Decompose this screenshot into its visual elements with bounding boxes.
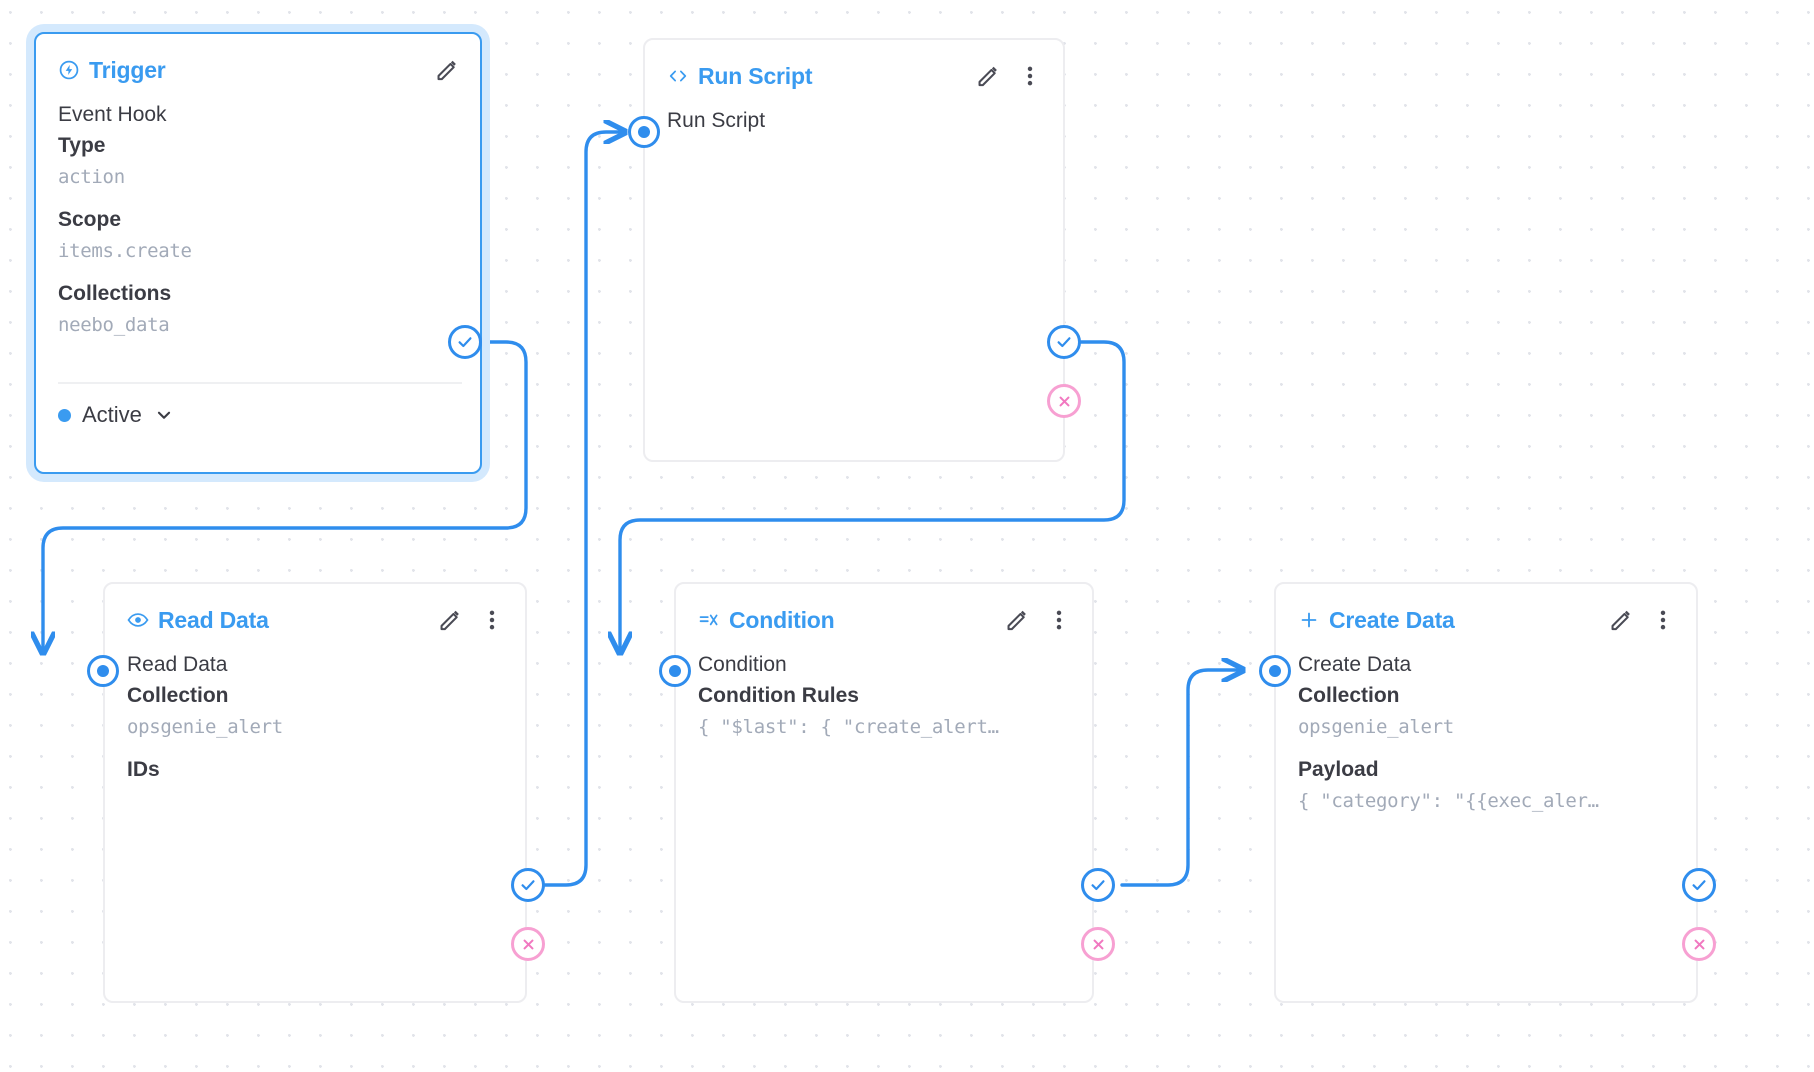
node-title-condition: Condition <box>698 607 835 634</box>
node-title-trigger: Trigger <box>58 57 166 84</box>
edge-read-data-to-run-script <box>543 132 625 887</box>
kebab-menu-icon[interactable] <box>1650 607 1676 633</box>
edit-icon[interactable] <box>1004 607 1030 633</box>
field-value-payload: { "category": "{{exec_aler… <box>1298 790 1599 812</box>
edit-icon[interactable] <box>434 57 460 83</box>
field-label-payload: Payload <box>1298 758 1379 781</box>
node-create-data[interactable]: Create Data Creat <box>1274 582 1698 1003</box>
node-title-text: Create Data <box>1329 606 1455 633</box>
field-value-collections: neebo_data <box>58 314 170 336</box>
edge-condition-to-create-data <box>1120 670 1243 887</box>
node-header: Create Data <box>1276 584 1696 640</box>
field-label-condition-rules: Condition Rules <box>698 684 859 707</box>
node-subtitle: Create Data <box>1298 653 1412 676</box>
reject-port-read-data[interactable] <box>511 927 545 961</box>
node-title-create-data: Create Data <box>1298 607 1455 634</box>
reject-port-run-script[interactable] <box>1047 384 1081 418</box>
node-header-actions <box>437 607 509 633</box>
node-title-text: Condition <box>729 606 835 633</box>
field-value-condition-rules: { "$last": { "create_alert… <box>698 716 999 738</box>
node-body: Run Script <box>645 96 1063 136</box>
eye-icon <box>127 609 149 631</box>
node-body: Condition Condition Rules { "$last": { "… <box>676 640 1092 742</box>
trigger-status-dropdown[interactable]: Active <box>58 402 175 428</box>
field-label-collection: Collection <box>127 684 229 707</box>
resolve-port-condition[interactable] <box>1081 868 1115 902</box>
node-header: Read Data <box>105 584 525 640</box>
node-run-script[interactable]: Run Script Run Sc <box>643 38 1065 462</box>
resolve-port-read-data[interactable] <box>511 868 545 902</box>
node-subtitle: Condition <box>698 653 787 676</box>
node-header-actions <box>434 57 464 83</box>
input-port-create-data[interactable] <box>1259 655 1291 687</box>
node-body: Create Data Collection opsgenie_alert Pa… <box>1276 640 1696 816</box>
node-title-text: Read Data <box>158 606 269 633</box>
field-label-type: Type <box>58 134 106 157</box>
node-read-data[interactable]: Read Data Read Da <box>103 582 527 1003</box>
kebab-menu-icon[interactable] <box>1046 607 1072 633</box>
edit-icon[interactable] <box>975 63 1001 89</box>
reject-port-condition[interactable] <box>1081 927 1115 961</box>
node-header-actions <box>1004 607 1076 633</box>
field-value-type: action <box>58 166 125 188</box>
kebab-menu-icon[interactable] <box>479 607 505 633</box>
node-subtitle: Event Hook <box>58 103 167 126</box>
resolve-port-run-script[interactable] <box>1047 325 1081 359</box>
input-port-condition[interactable] <box>659 655 691 687</box>
reject-port-create-data[interactable] <box>1682 927 1716 961</box>
input-port-run-script[interactable] <box>628 116 660 148</box>
edit-icon[interactable] <box>1608 607 1634 633</box>
field-label-collections: Collections <box>58 282 172 305</box>
plus-icon <box>1298 609 1320 631</box>
kebab-menu-icon[interactable] <box>1017 63 1043 89</box>
field-value-scope: items.create <box>58 240 192 262</box>
node-header: Condition <box>676 584 1092 640</box>
node-body: Event Hook Type action Scope items.creat… <box>36 90 480 340</box>
node-title-run-script: Run Script <box>667 63 812 90</box>
field-label-ids: IDs <box>127 758 160 781</box>
resolve-port-trigger[interactable] <box>448 325 482 359</box>
node-title-text: Trigger <box>89 56 166 83</box>
node-header-actions <box>975 63 1047 89</box>
node-header-actions <box>1608 607 1680 633</box>
node-subtitle: Run Script <box>667 109 766 132</box>
status-dot <box>58 408 71 422</box>
node-header: Run Script <box>645 40 1063 96</box>
node-title-read-data: Read Data <box>127 607 269 634</box>
node-body: Read Data Collection opsgenie_alert IDs <box>105 640 525 786</box>
edit-icon[interactable] <box>437 607 463 633</box>
node-header: Trigger <box>36 34 480 90</box>
field-label-scope: Scope <box>58 208 122 231</box>
filter-rules-icon <box>698 609 720 631</box>
code-brackets-icon <box>667 65 689 87</box>
field-value-collection: opsgenie_alert <box>127 716 283 738</box>
divider <box>58 382 462 384</box>
status-label: Active <box>82 402 142 427</box>
node-subtitle: Read Data <box>127 653 228 676</box>
bolt-circle-icon <box>58 59 80 81</box>
resolve-port-create-data[interactable] <box>1682 868 1716 902</box>
field-value-collection: opsgenie_alert <box>1298 716 1454 738</box>
node-condition[interactable]: Condition Conditi <box>674 582 1094 1003</box>
chevron-down-icon[interactable] <box>153 404 175 426</box>
node-trigger[interactable]: Trigger Event Hook Type action Scope ite… <box>34 32 482 474</box>
field-label-collection: Collection <box>1298 684 1400 707</box>
input-port-read-data[interactable] <box>87 655 119 687</box>
node-title-text: Run Script <box>698 62 813 89</box>
